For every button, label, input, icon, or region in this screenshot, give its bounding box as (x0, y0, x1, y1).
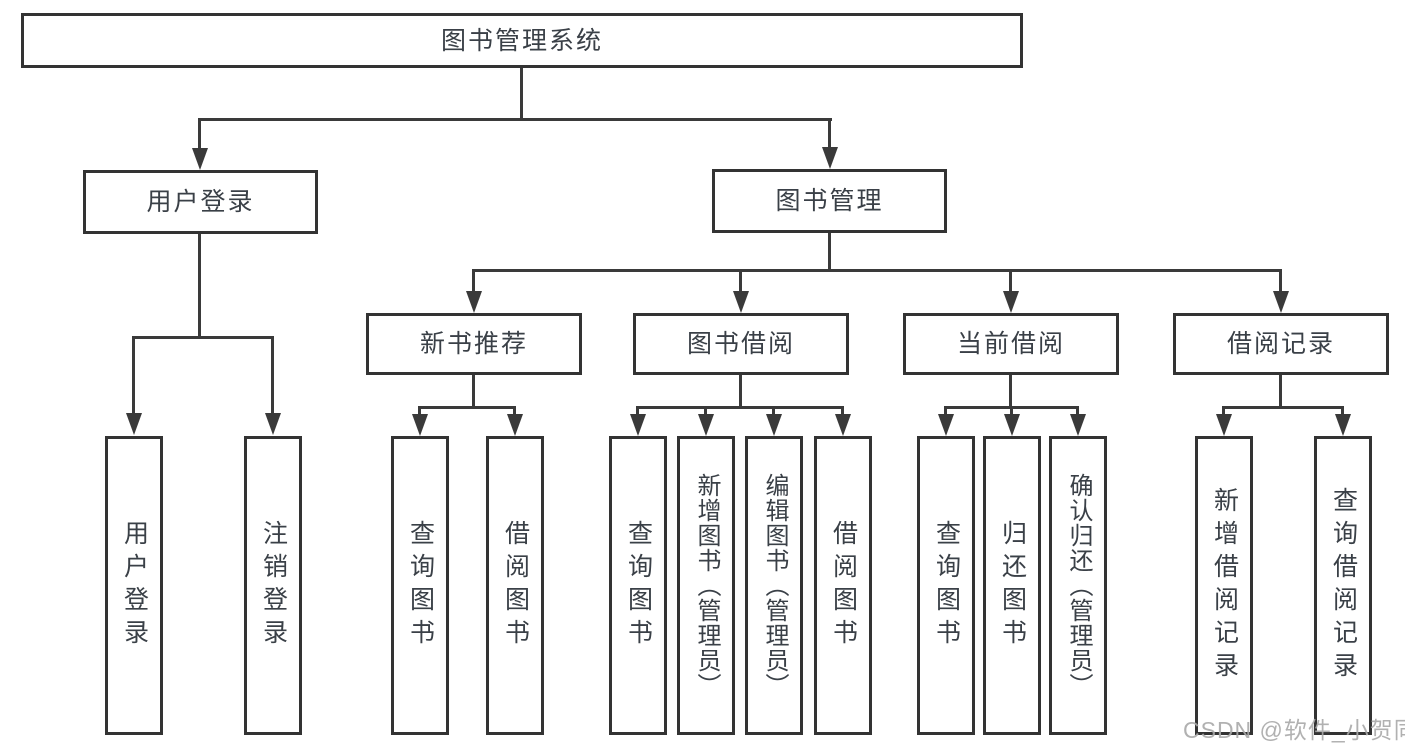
connector-mgmt-shaft-1 (472, 269, 475, 293)
connector-root-stem (520, 68, 523, 121)
connector-recommend-shaft-2 (513, 406, 516, 416)
arrowhead-to-leaf-user-login (126, 413, 142, 435)
arrowhead-to-leaf-edit-book (766, 414, 782, 436)
connector-login-shaft-1 (132, 336, 135, 415)
leaf-user-login: 用户登录 (105, 436, 163, 735)
arrowhead-to-leaf-logout (265, 413, 281, 435)
connector-borrowing-shaft-3 (772, 406, 775, 416)
leaf-logout: 注销登录 (244, 436, 302, 735)
node-user-login: 用户登录 (83, 170, 318, 234)
arrowhead-to-leaf-add-record (1216, 414, 1232, 436)
connector-mgmt-shaft-3 (1009, 269, 1012, 293)
arrowhead-to-leaf-add-book (698, 414, 714, 436)
connector-recommend-stem (472, 375, 475, 409)
connector-recommend-branch (418, 406, 516, 409)
leaf-add-book-admin: 新增图书（管理员） (677, 436, 735, 735)
connector-records-shaft-1 (1222, 406, 1225, 416)
connector-mgmt-shaft-2 (739, 269, 742, 293)
connector-borrowing-shaft-1 (636, 406, 639, 416)
arrowhead-to-leaf-return-book (1004, 414, 1020, 436)
node-new-book-recommend: 新书推荐 (366, 313, 582, 375)
arrowhead-to-leaf-confirm-return (1070, 414, 1086, 436)
connector-login-shaft-2 (271, 336, 274, 415)
node-book-management: 图书管理 (712, 169, 947, 233)
csdn-watermark: CSDN @软件_小贺同学 (1183, 717, 1405, 743)
arrowhead-to-leaf-query-record (1335, 414, 1351, 436)
connector-borrowing-shaft-2 (704, 406, 707, 416)
node-current-borrowing: 当前借阅 (903, 313, 1119, 375)
connector-root-branch (198, 118, 832, 121)
leaf-return-book: 归还图书 (983, 436, 1041, 735)
node-book-borrowing: 图书借阅 (633, 313, 849, 375)
connector-mgmt-branch (472, 269, 1282, 272)
connector-records-shaft-2 (1341, 406, 1344, 416)
connector-mgmt-stem (828, 233, 831, 272)
arrowhead-to-book-management (822, 147, 838, 169)
arrowhead-to-leaf-borrow-books (835, 414, 851, 436)
connector-login-stem (198, 234, 201, 339)
connector-borrowing-stem (739, 375, 742, 409)
leaf-add-borrow-record: 新增借阅记录 (1195, 436, 1253, 735)
connector-current-stem (1009, 375, 1012, 409)
connector-current-shaft-2 (1010, 406, 1013, 416)
connector-records-stem (1279, 375, 1282, 409)
arrowhead-to-book-borrowing (733, 291, 749, 313)
connector-root-to-mgmt-shaft (828, 118, 831, 149)
arrowhead-to-new-book-recommend (466, 291, 482, 313)
node-borrow-records: 借阅记录 (1173, 313, 1389, 375)
connector-borrowing-shaft-4 (841, 406, 844, 416)
leaf-edit-book-admin: 编辑图书（管理员） (745, 436, 803, 735)
connector-current-shaft-1 (944, 406, 947, 416)
leaf-query-books-recommend: 查询图书 (391, 436, 449, 735)
leaf-confirm-return-admin: 确认归还（管理员） (1049, 436, 1107, 735)
arrowhead-to-leaf-query-recommend (412, 414, 428, 436)
connector-mgmt-shaft-4 (1279, 269, 1282, 293)
leaf-query-borrow-record: 查询借阅记录 (1314, 436, 1372, 735)
leaf-borrow-books: 借阅图书 (814, 436, 872, 735)
connector-current-shaft-3 (1076, 406, 1079, 416)
arrowhead-to-leaf-query-current (938, 414, 954, 436)
connector-login-branch (132, 336, 274, 339)
leaf-query-books-borrowing: 查询图书 (609, 436, 667, 735)
arrowhead-to-user-login (192, 148, 208, 170)
arrowhead-to-borrow-records (1273, 291, 1289, 313)
leaf-query-books-current: 查询图书 (917, 436, 975, 735)
arrowhead-to-leaf-query-borrowing (630, 414, 646, 436)
connector-recommend-shaft-1 (418, 406, 421, 416)
leaf-borrow-books-recommend: 借阅图书 (486, 436, 544, 735)
node-root-library-system: 图书管理系统 (21, 13, 1023, 68)
arrowhead-to-leaf-borrow-recommend (507, 414, 523, 436)
connector-root-to-login-shaft (198, 118, 201, 150)
connector-records-branch (1222, 406, 1344, 409)
arrowhead-to-current-borrowing (1003, 291, 1019, 313)
connector-borrowing-branch (636, 406, 844, 409)
